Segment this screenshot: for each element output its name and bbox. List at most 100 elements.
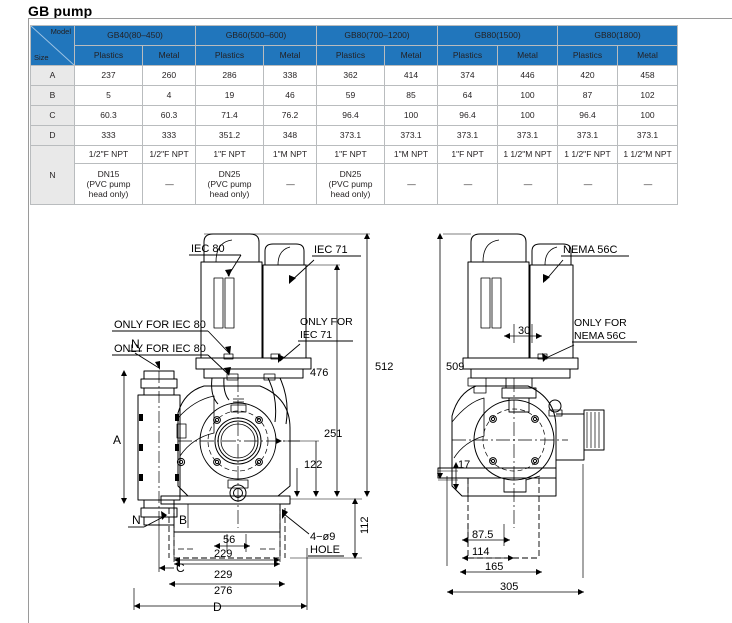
cell-a-3: 338 (263, 65, 318, 86)
cell-b-5: 85 (384, 85, 439, 106)
dimension-spec-table: Model Size GB40(80–450) GB60(500–600) GB… (30, 25, 679, 205)
cell-d-8: 373.1 (557, 125, 619, 146)
cell-n-sub-7: — (497, 163, 559, 205)
header-size-label: Size (34, 53, 49, 63)
cell-n-npt-2: 1"F NPT (195, 145, 265, 164)
svg-text:305: 305 (500, 581, 518, 593)
drawing-right-side-view: 509 30 17 87.5 114 165 (437, 233, 637, 595)
row-label-a: A (30, 65, 75, 86)
cell-b-8: 87 (557, 85, 619, 106)
label-only-for-iec-80-2: ONLY FOR IEC 80 (114, 343, 206, 355)
svg-text:229: 229 (214, 569, 232, 581)
label-iec-71: IEC 71 (314, 244, 348, 256)
cell-d-5: 373.1 (384, 125, 439, 146)
cell-b-9: 102 (617, 85, 679, 106)
cell-c-7: 100 (497, 105, 559, 126)
cell-d-1: 333 (141, 125, 197, 146)
cell-n-npt-0: 1/2"F NPT (74, 145, 143, 164)
content-frame (28, 18, 732, 623)
svg-text:512: 512 (375, 361, 393, 373)
cell-n-sub-9: — (617, 163, 679, 205)
cell-c-5: 100 (384, 105, 439, 126)
row-label-n: N (30, 145, 75, 205)
table-row: B 5 4 19 46 59 85 64 100 87 102 (30, 85, 679, 106)
table-row-n-npt: N 1/2"F NPT 1/2"F NPT 1"F NPT 1"M NPT 1"… (30, 145, 679, 205)
cell-a-6: 374 (437, 65, 499, 86)
cell-a-9: 458 (617, 65, 679, 86)
cell-c-3: 76.2 (263, 105, 318, 126)
model-header-3: GB80(1500) (437, 25, 559, 46)
table-header-materials: Plastics Metal Plastics Metal Plastics M… (31, 45, 679, 66)
cell-b-2: 19 (195, 85, 265, 106)
cell-c-2: 71.4 (195, 105, 265, 126)
cell-a-5: 414 (384, 65, 439, 86)
label-only-for-nema-line1: ONLY FOR (574, 317, 627, 329)
cell-a-2: 286 (195, 65, 265, 86)
model-header-2: GB80(700–1200) (316, 25, 439, 46)
label-n-bottom: N (132, 513, 141, 527)
cell-a-0: 237 (74, 65, 143, 86)
svg-text:17: 17 (458, 459, 470, 471)
cell-b-0: 5 (74, 85, 143, 106)
technical-drawings: 512 476 251 122 112 56 (28, 228, 732, 620)
label-only-for-nema-line2: NEMA 56C (574, 330, 626, 342)
label-hole-spec: 4−ø9 (310, 531, 335, 543)
material-header-3: Metal (263, 45, 318, 66)
table-row: A 237 260 286 338 362 414 374 446 420 45… (30, 65, 679, 86)
cell-d-7: 373.1 (497, 125, 559, 146)
cell-d-4: 373.1 (316, 125, 386, 146)
dim-c-label: C (176, 561, 185, 575)
cell-n-npt-4: 1"F NPT (316, 145, 386, 164)
label-n-top: N (131, 337, 140, 351)
svg-text:251: 251 (324, 428, 342, 440)
svg-text:112: 112 (359, 516, 371, 534)
model-header-4: GB80(1800) (557, 25, 679, 46)
drawing-left-front-view: 512 476 251 122 112 56 (112, 233, 393, 614)
row-label-b: B (30, 85, 75, 106)
cell-c-6: 96.4 (437, 105, 499, 126)
svg-text:56: 56 (223, 534, 235, 546)
cell-n-npt-1: 1/2"F NPT (141, 145, 197, 164)
svg-text:87.5: 87.5 (472, 529, 493, 541)
cell-n-npt-5: 1"M NPT (384, 145, 439, 164)
material-header-5: Metal (384, 45, 439, 66)
table-row: C 60.3 60.3 71.4 76.2 96.4 100 96.4 100 … (30, 105, 679, 126)
header-model-label: Model (50, 27, 71, 36)
cell-b-3: 46 (263, 85, 318, 106)
svg-text:30: 30 (518, 325, 530, 337)
label-only-for-iec-71-line1: ONLY FOR (300, 316, 353, 328)
svg-text:165: 165 (485, 561, 503, 573)
dim-d-label: D (213, 600, 222, 614)
label-hole-word: HOLE (310, 544, 340, 556)
table-row: D 333 333 351.2 348 373.1 373.1 373.1 37… (30, 125, 679, 146)
cell-b-4: 59 (316, 85, 386, 106)
cell-a-8: 420 (557, 65, 619, 86)
row-label-d: D (30, 125, 75, 146)
cell-b-7: 100 (497, 85, 559, 106)
diagonal-divider-icon (31, 26, 74, 65)
svg-text:509: 509 (446, 361, 464, 373)
cell-d-6: 373.1 (437, 125, 499, 146)
model-header-1: GB60(500–600) (195, 25, 318, 46)
svg-text:229: 229 (214, 548, 232, 560)
cell-c-0: 60.3 (74, 105, 143, 126)
cell-n-npt-9: 1 1/2"M NPT (617, 145, 679, 164)
dim-b-label: B (179, 513, 187, 527)
cell-n-npt-7: 1 1/2"M NPT (497, 145, 559, 164)
cell-n-sub-6: — (437, 163, 499, 205)
cell-d-3: 348 (263, 125, 318, 146)
material-header-2: Plastics (195, 45, 265, 66)
svg-text:122: 122 (304, 459, 322, 471)
cell-b-6: 64 (437, 85, 499, 106)
material-header-8: Plastics (557, 45, 619, 66)
cell-c-4: 96.4 (316, 105, 386, 126)
svg-text:114: 114 (472, 546, 490, 558)
label-iec-80: IEC 80 (191, 243, 225, 255)
header-corner-cell: Model Size (30, 25, 75, 66)
cell-n-npt-6: 1"F NPT (437, 145, 499, 164)
label-only-for-iec-71-line2: IEC 71 (300, 329, 332, 341)
dim-a-label: A (113, 433, 121, 447)
